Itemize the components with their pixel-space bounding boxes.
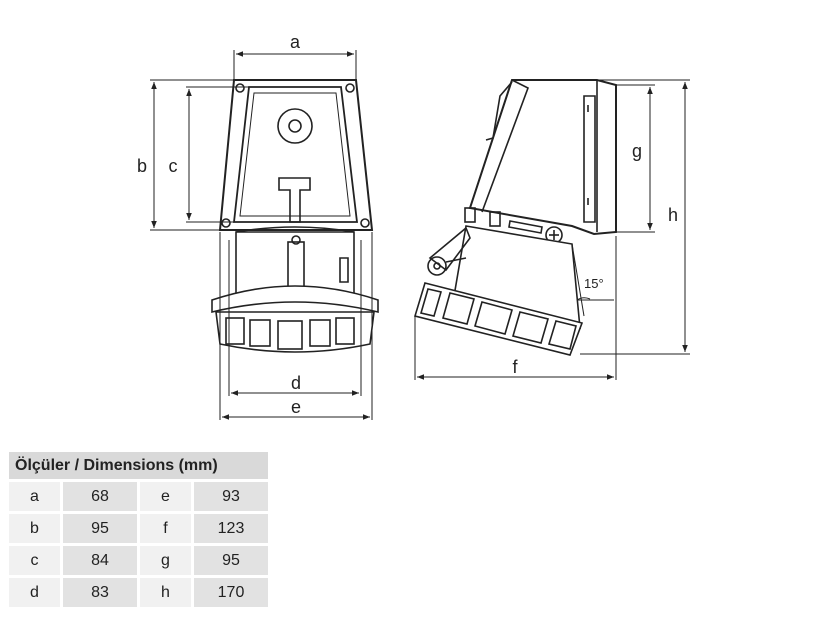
label-b: b — [137, 156, 147, 176]
dim-value: 170 — [194, 578, 268, 607]
side-dimensions — [414, 79, 690, 380]
dimensions-table: Ölçüler / Dimensions (mm) a 68 e 93 b 95… — [6, 449, 271, 610]
label-e: e — [291, 397, 301, 417]
table-title: Ölçüler / Dimensions (mm) — [9, 452, 268, 479]
dim-key: a — [9, 482, 60, 511]
dim-key: d — [9, 578, 60, 607]
dim-value: 83 — [63, 578, 137, 607]
dim-key: e — [140, 482, 191, 511]
label-a: a — [290, 32, 301, 52]
label-f: f — [512, 357, 518, 377]
table-row: a 68 e 93 — [9, 482, 268, 511]
label-c: c — [169, 156, 178, 176]
dim-value: 95 — [63, 514, 137, 543]
table-row: b 95 f 123 — [9, 514, 268, 543]
technical-drawing: a b c d e f g h 15° — [137, 32, 690, 420]
dim-value: 84 — [63, 546, 137, 575]
dim-key: g — [140, 546, 191, 575]
dim-value: 68 — [63, 482, 137, 511]
side-view — [413, 79, 617, 356]
dim-value: 93 — [194, 482, 268, 511]
label-g: g — [632, 141, 642, 161]
table-row: c 84 g 95 — [9, 546, 268, 575]
table-row: d 83 h 170 — [9, 578, 268, 607]
label-d: d — [291, 373, 301, 393]
label-h: h — [668, 205, 678, 225]
label-angle: 15° — [584, 276, 604, 291]
dim-key: c — [9, 546, 60, 575]
front-view — [211, 79, 379, 353]
dim-key: b — [9, 514, 60, 543]
dim-value: 123 — [194, 514, 268, 543]
dim-value: 95 — [194, 546, 268, 575]
dim-key: f — [140, 514, 191, 543]
dim-key: h — [140, 578, 191, 607]
front-dimensions — [150, 50, 373, 420]
